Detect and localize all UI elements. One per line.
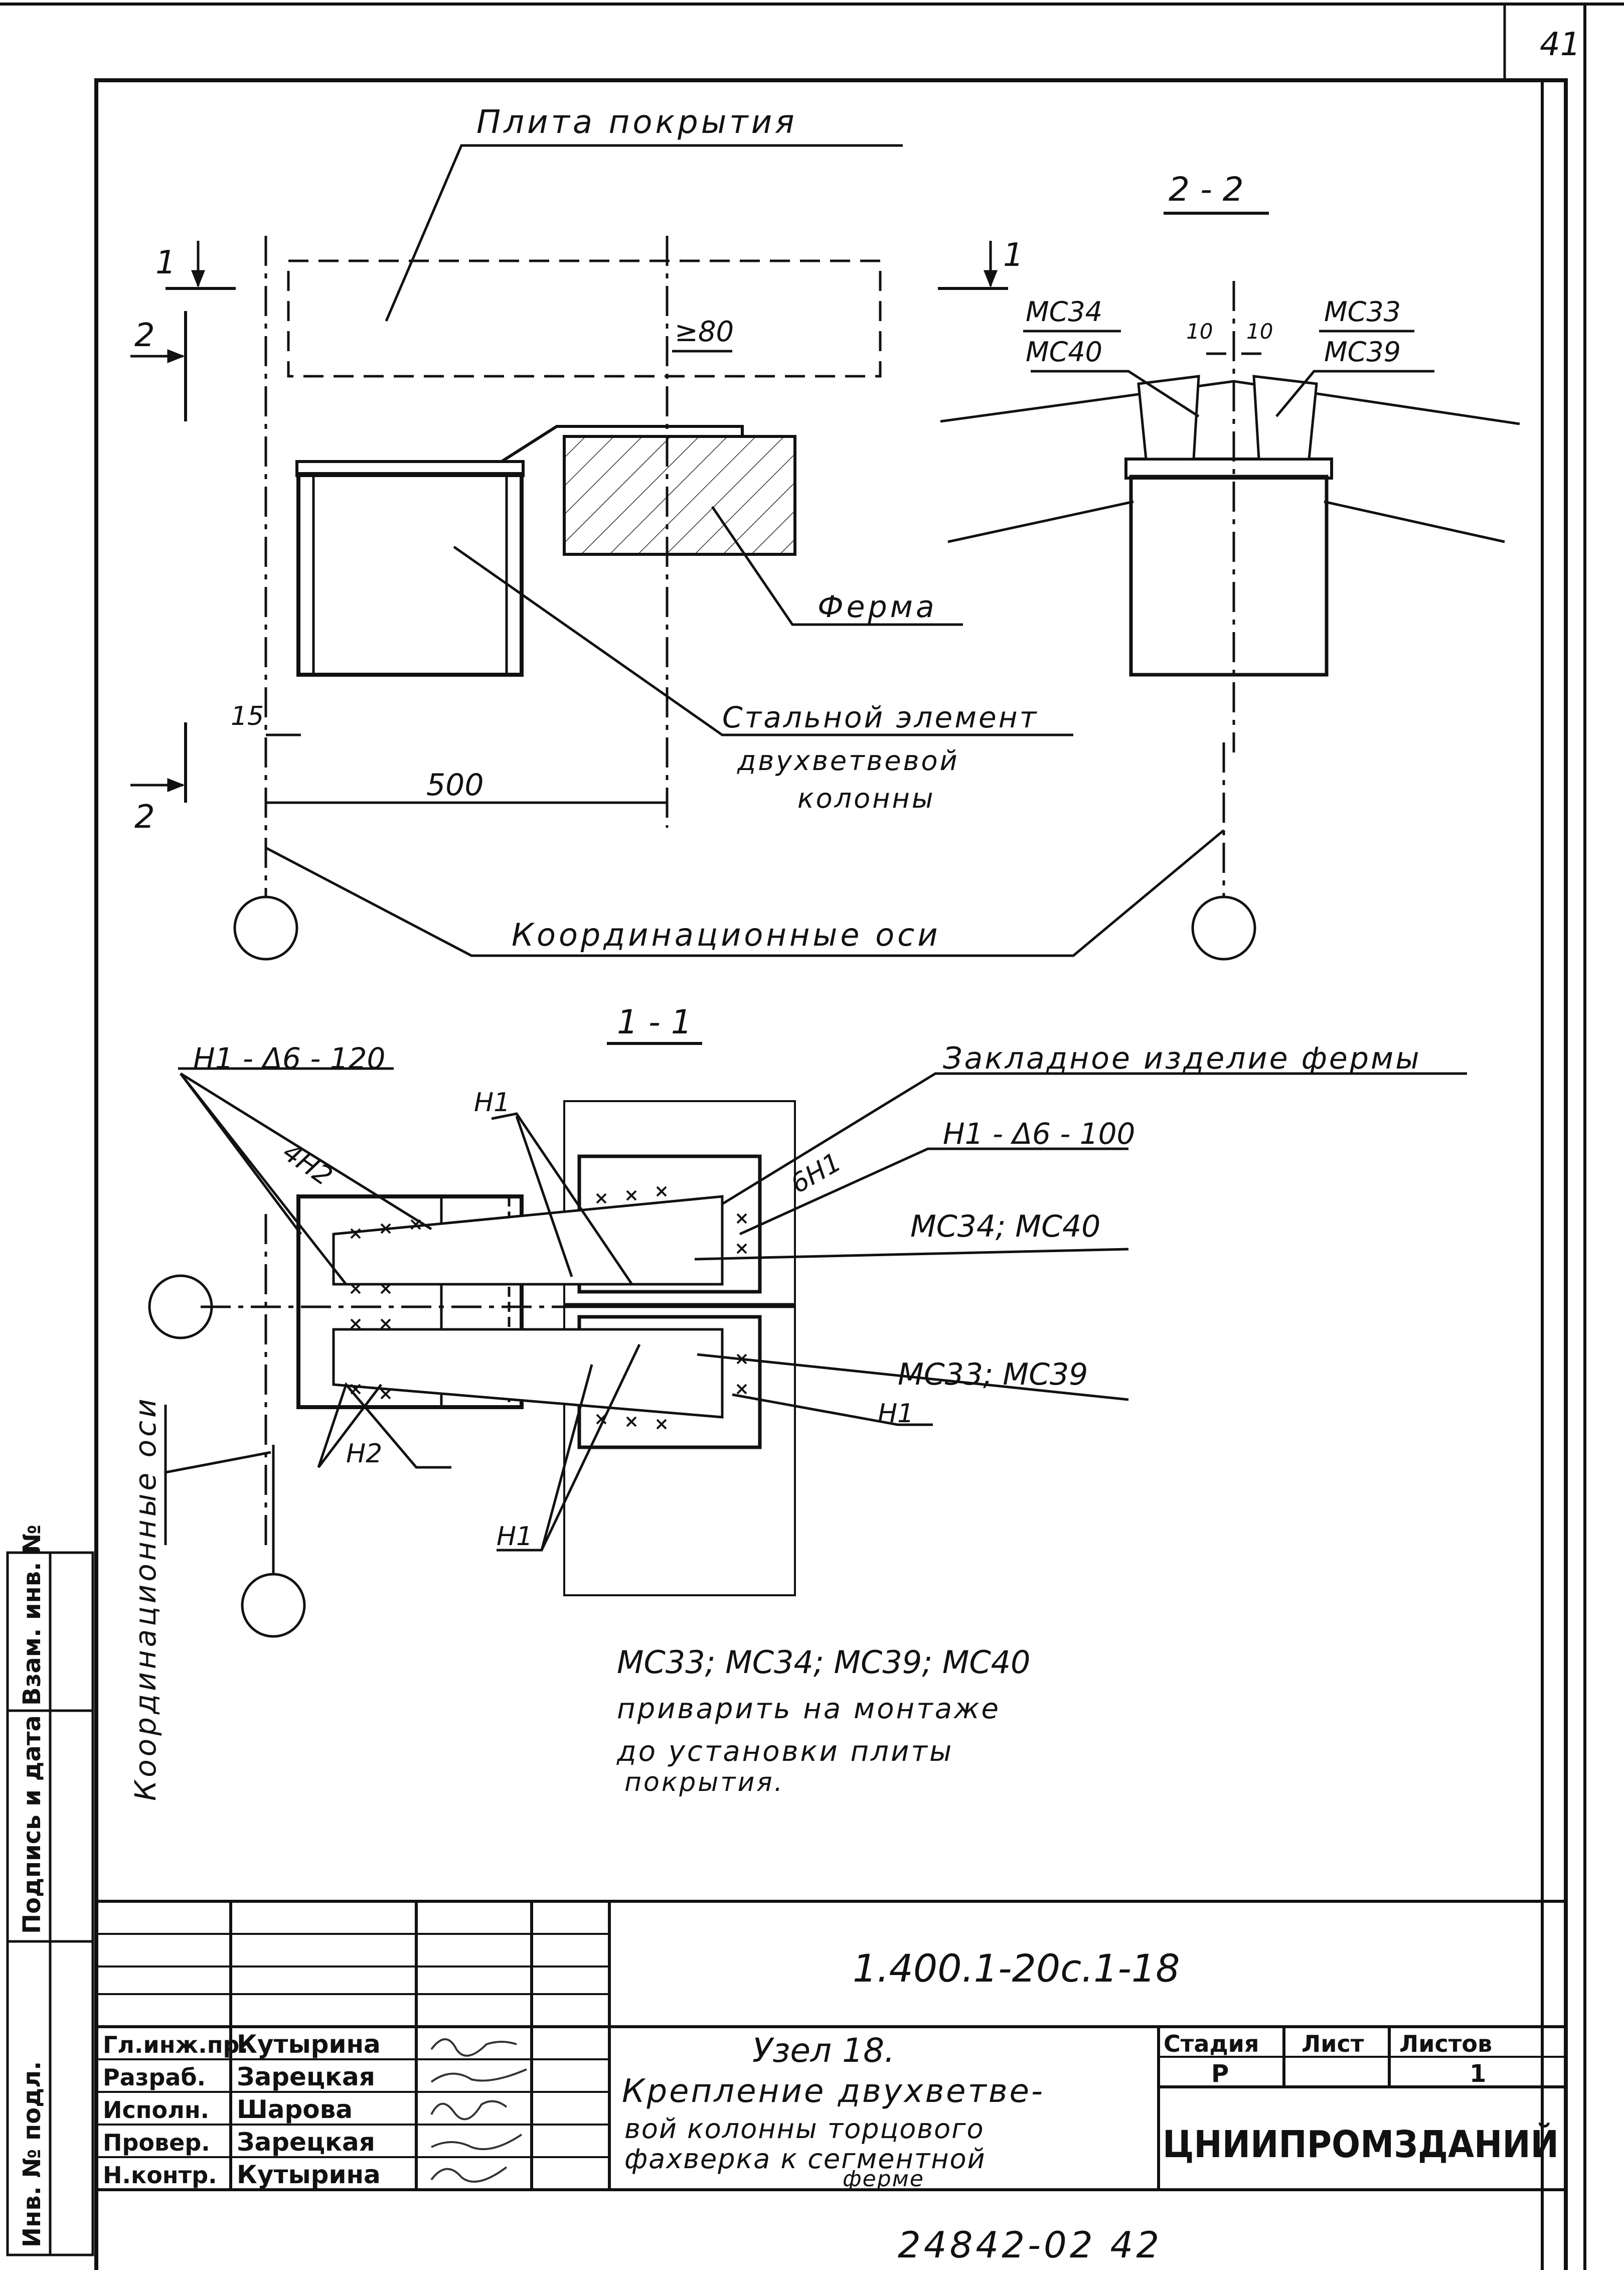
footer-number: 24842-02 42 (898, 2224, 1162, 2266)
side-stamp (6, 1551, 94, 2256)
section-2-2-view (940, 212, 1520, 752)
role-cell: Н.контр. (103, 2162, 217, 2189)
name-cell: Зарецкая (237, 2128, 375, 2157)
elevation-view (130, 144, 1256, 961)
name-cell: Шарова (237, 2095, 353, 2124)
organization-name: ЦНИИПРОМЗДАНИЙ (1163, 2122, 1559, 2166)
cut-1-right: 1 (1003, 237, 1024, 274)
title-block-grid (96, 1900, 1566, 2191)
weld-h1-100: Н1 - Δ6 - 100 (943, 1117, 1135, 1151)
role-cell: Исполн. (103, 2096, 209, 2124)
note-line-1: МС33; МС34; МС39; МС40 (617, 1644, 1031, 1681)
note-line-4: покрытия. (624, 1767, 784, 1797)
vertical-axes-label: Координационные оси (128, 1396, 163, 1801)
steel-label-3: колонны (797, 783, 935, 814)
stage-value: Р (1211, 2060, 1229, 2088)
label-n2: Н2 (346, 1439, 382, 1469)
label-n1-top: Н1 (474, 1088, 510, 1118)
cut-1-left: 1 (155, 244, 176, 281)
plan-1-1-view (148, 1042, 1467, 1638)
role-cell: Провер. (103, 2129, 210, 2156)
name-cell: Зарецкая (237, 2062, 375, 2091)
sheet-frame (0, 3, 1624, 2270)
title-line-2: Крепление двухветве- (622, 2073, 1045, 2110)
stamp-vzam-inv: Взам. инв. № (18, 1525, 46, 1706)
dim-80: ≥80 (675, 316, 734, 348)
note-line-3: до установки плиты (616, 1735, 953, 1768)
coord-axes-label: Координационные оси (512, 917, 941, 953)
sheets-value: 1 (1470, 2060, 1486, 2088)
roles-table: Гл.инж.пр. Кутырина Разраб. Зарецкая Исп… (103, 2030, 381, 2189)
ms39-label: МС39 (1324, 336, 1401, 368)
steel-label-1: Стальной элемент (722, 700, 1038, 734)
plan-1-1-title: 1 - 1 (617, 1003, 692, 1041)
slab-label: Плита покрытия (476, 104, 797, 141)
sheet-number: 41 (1540, 26, 1580, 63)
title-line-4: фахверка к сегментной (624, 2143, 986, 2175)
section-2-2-title: 2 - 2 (1169, 170, 1244, 209)
sheet-header: Лист (1302, 2030, 1364, 2057)
ms33-ms39-label: МС33; МС39 (898, 1357, 1088, 1392)
sheets-header: Листов (1399, 2030, 1492, 2057)
stage-header: Стадия (1164, 2030, 1259, 2057)
ms33-label: МС33 (1324, 296, 1401, 328)
dim-10-right: 10 (1246, 319, 1273, 344)
note-line-2: приварить на монтаже (617, 1693, 1001, 1725)
dim-500: 500 (426, 768, 484, 803)
stamp-podpis-data: Подпись и дата (18, 1715, 46, 1934)
truss-label: Ферма (818, 589, 937, 625)
ms40-label: МС40 (1026, 336, 1102, 368)
role-cell: Гл.инж.пр. (103, 2031, 248, 2058)
cut-2-bottom: 2 (134, 799, 155, 836)
weld-marks (350, 1186, 747, 1430)
ms34-ms40-label: МС34; МС40 (910, 1209, 1100, 1244)
weld-h1-120: Н1 - Δ6 - 120 (193, 1041, 385, 1076)
title-line-5: ферме (843, 2166, 924, 2192)
doc-code: 1.400.1-20с.1-18 (853, 1946, 1180, 1991)
label-n1-bottom: Н1 (497, 1522, 533, 1552)
ms34-label: МС34 (1026, 296, 1102, 328)
signatures (430, 2038, 527, 2183)
role-cell: Разраб. (103, 2064, 206, 2091)
cut-2-top: 2 (134, 317, 155, 354)
title-line-3: вой колонны торцового (624, 2113, 985, 2145)
label-4n2: 4Н2 (277, 1137, 338, 1192)
name-cell: Кутырина (237, 2030, 381, 2059)
embedded-part-label: Закладное изделие фермы (943, 1041, 1421, 1076)
name-cell: Кутырина (237, 2160, 381, 2189)
label-n1-right: Н1 (878, 1399, 914, 1429)
steel-label-2: двухветвевой (737, 745, 959, 777)
stamp-inv-podl: Инв. № подл. (18, 2061, 46, 2247)
dim-15: 15 (231, 701, 264, 731)
dim-10-left: 10 (1186, 319, 1213, 344)
title-line-1: Узел 18. (752, 2031, 895, 2070)
